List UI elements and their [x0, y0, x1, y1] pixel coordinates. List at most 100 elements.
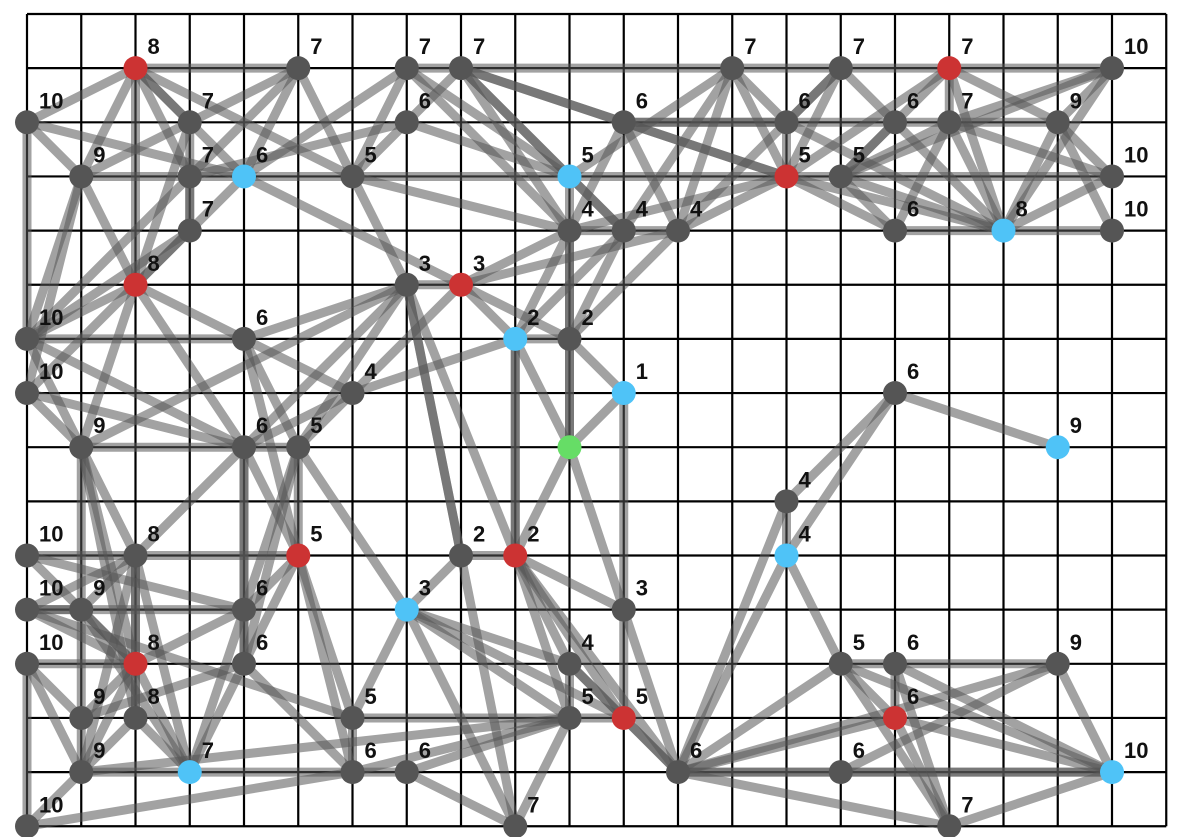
node-gray[interactable]: [557, 326, 582, 351]
node-gray[interactable]: [232, 326, 256, 351]
node-blue[interactable]: [394, 597, 419, 622]
node-red[interactable]: [123, 56, 148, 81]
node-gray[interactable]: [15, 814, 39, 837]
node-gray[interactable]: [1100, 56, 1124, 81]
node-blue[interactable]: [232, 164, 256, 189]
node-gray[interactable]: [774, 110, 799, 135]
node-gray[interactable]: [15, 651, 39, 676]
node-label: 2: [527, 522, 539, 547]
node-gray[interactable]: [340, 760, 365, 785]
node-gray[interactable]: [611, 110, 636, 135]
node-gray[interactable]: [449, 543, 473, 568]
node-gray[interactable]: [883, 381, 907, 406]
node-label: 6: [799, 88, 811, 113]
node-gray[interactable]: [828, 651, 853, 676]
node-gray[interactable]: [15, 110, 39, 135]
node-gray[interactable]: [286, 435, 311, 460]
node-gray[interactable]: [394, 272, 419, 297]
node-gray[interactable]: [69, 597, 94, 622]
node-blue[interactable]: [991, 218, 1016, 243]
node-label: 4: [690, 197, 703, 222]
node-red[interactable]: [937, 56, 962, 81]
node-red[interactable]: [286, 543, 311, 568]
node-gray[interactable]: [611, 218, 636, 243]
node-blue[interactable]: [774, 543, 799, 568]
node-gray[interactable]: [177, 164, 202, 189]
node-gray[interactable]: [394, 56, 419, 81]
node-gray[interactable]: [15, 597, 39, 622]
node-gray[interactable]: [123, 543, 148, 568]
node-gray[interactable]: [232, 435, 256, 460]
node-gray[interactable]: [828, 56, 853, 81]
node-gray[interactable]: [883, 110, 907, 135]
node-gray[interactable]: [557, 651, 582, 676]
edge-n22-n29: [836, 171, 1008, 236]
node-red[interactable]: [503, 543, 528, 568]
edge-n5-n27: [673, 63, 846, 236]
node-red[interactable]: [449, 272, 473, 297]
node-gray[interactable]: [340, 164, 365, 189]
edge-n32-n43: [239, 280, 412, 452]
node-gray[interactable]: [232, 651, 256, 676]
node-red[interactable]: [611, 705, 636, 730]
node-blue[interactable]: [503, 326, 528, 351]
node-blue[interactable]: [1100, 760, 1124, 785]
node-red[interactable]: [123, 651, 148, 676]
node-gray[interactable]: [720, 56, 745, 81]
node-gray[interactable]: [666, 760, 690, 785]
node-gray[interactable]: [828, 760, 853, 785]
node-gray[interactable]: [666, 218, 690, 243]
node-gray[interactable]: [1100, 164, 1124, 189]
node-gray[interactable]: [1100, 218, 1124, 243]
node-gray[interactable]: [449, 56, 473, 81]
node-gray[interactable]: [394, 110, 419, 135]
node-gray[interactable]: [883, 218, 907, 243]
node-gray[interactable]: [15, 326, 39, 351]
edge-n32-n44: [293, 280, 412, 452]
node-blue[interactable]: [177, 760, 202, 785]
node-gray[interactable]: [286, 56, 311, 81]
node-gray[interactable]: [1045, 651, 1070, 676]
node-gray[interactable]: [232, 597, 256, 622]
node-gray[interactable]: [557, 218, 582, 243]
node-red[interactable]: [883, 705, 907, 730]
node-red[interactable]: [123, 272, 148, 297]
node-gray[interactable]: [503, 814, 528, 837]
node-gray[interactable]: [69, 760, 94, 785]
node-gray[interactable]: [1045, 110, 1070, 135]
node-gray[interactable]: [828, 164, 853, 189]
node-gray[interactable]: [557, 705, 582, 730]
node-label: 6: [907, 197, 919, 222]
node-gray[interactable]: [69, 435, 94, 460]
node-label: 7: [202, 142, 214, 167]
node-gray[interactable]: [15, 543, 39, 568]
node-gray[interactable]: [177, 218, 202, 243]
node-label: 6: [256, 305, 268, 330]
node-gray[interactable]: [69, 705, 94, 730]
node-gray[interactable]: [937, 110, 962, 135]
node-gray[interactable]: [394, 760, 419, 785]
node-blue[interactable]: [557, 164, 582, 189]
node-gray[interactable]: [937, 814, 962, 837]
node-gray[interactable]: [69, 164, 94, 189]
node-label: 8: [148, 522, 160, 547]
node-green[interactable]: [557, 435, 582, 460]
node-gray[interactable]: [774, 489, 799, 514]
node-blue[interactable]: [1045, 435, 1070, 460]
node-label: 7: [527, 792, 539, 817]
edge-n34-n42: [22, 334, 86, 452]
edge-n39-n43: [239, 388, 357, 452]
node-label: 7: [961, 792, 973, 817]
node-gray[interactable]: [340, 381, 365, 406]
node-label: 10: [1124, 142, 1148, 167]
node-gray[interactable]: [883, 651, 907, 676]
node-red[interactable]: [774, 164, 799, 189]
node-gray[interactable]: [123, 705, 148, 730]
node-gray[interactable]: [340, 705, 365, 730]
node-gray[interactable]: [611, 597, 636, 622]
edge-n2-n19: [348, 63, 412, 181]
node-gray[interactable]: [15, 381, 39, 406]
node-gray[interactable]: [177, 110, 202, 135]
node-label: 3: [419, 251, 431, 276]
node-blue[interactable]: [611, 381, 636, 406]
